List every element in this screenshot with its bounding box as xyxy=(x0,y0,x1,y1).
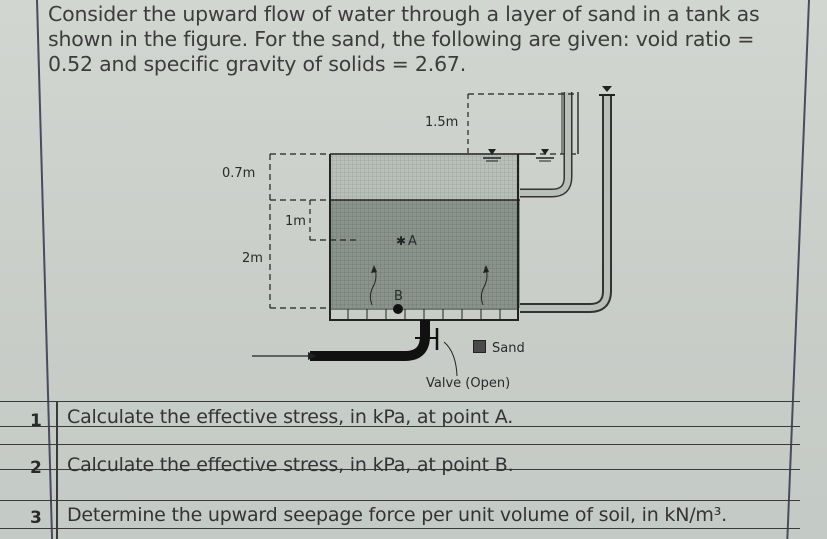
question-text-3: Determine the upward seepage force per u… xyxy=(67,504,727,526)
question-row-2 xyxy=(0,444,800,470)
dim-1m: 1m xyxy=(285,214,306,229)
number-column-divider xyxy=(56,401,58,539)
standpipe-water-level xyxy=(599,86,615,96)
question-text-2: Calculate the effective stress, in kPa, … xyxy=(67,454,514,476)
sand-swatch-icon xyxy=(473,340,486,353)
question-text-1: Calculate the effective stress, in kPa, … xyxy=(67,406,514,428)
question-number-1: 1 xyxy=(30,411,42,431)
tank-flow-diagram: 1.5m 0.7m 2m 1m ✱ A B xyxy=(222,86,615,377)
svg-text:✱: ✱ xyxy=(396,234,406,248)
water-level-symbol-2 xyxy=(536,149,554,162)
point-a-label: A xyxy=(408,234,417,249)
problem-statement: Consider the upward flow of water throug… xyxy=(48,2,808,77)
point-b-marker xyxy=(393,304,403,314)
valve-caption: Valve (Open) xyxy=(426,376,511,391)
problem-line-3: 0.52 and specific gravity of solids = 2.… xyxy=(48,52,467,76)
water-layer xyxy=(330,154,520,200)
legend-sand-label: Sand xyxy=(492,341,525,356)
problem-line-1: Consider the upward flow of water throug… xyxy=(48,2,760,26)
dim-0-7m: 0.7m xyxy=(222,166,255,181)
point-b-label: B xyxy=(394,289,403,304)
filter-base xyxy=(330,308,518,320)
water-level-symbol xyxy=(483,149,501,162)
inlet-pipe xyxy=(310,320,430,361)
question-row-3 xyxy=(0,500,800,529)
sand-layer xyxy=(330,200,520,308)
question-row-1 xyxy=(0,401,800,427)
problem-line-2: shown in the figure. For the sand, the f… xyxy=(48,27,755,51)
piezometer-tube xyxy=(520,92,573,198)
question-number-3: 3 xyxy=(30,508,42,528)
legend-sand: Sand xyxy=(473,340,525,356)
dim-1-5m: 1.5m xyxy=(425,115,458,130)
question-number-2: 2 xyxy=(30,458,42,478)
dim-2m: 2m xyxy=(242,251,263,266)
